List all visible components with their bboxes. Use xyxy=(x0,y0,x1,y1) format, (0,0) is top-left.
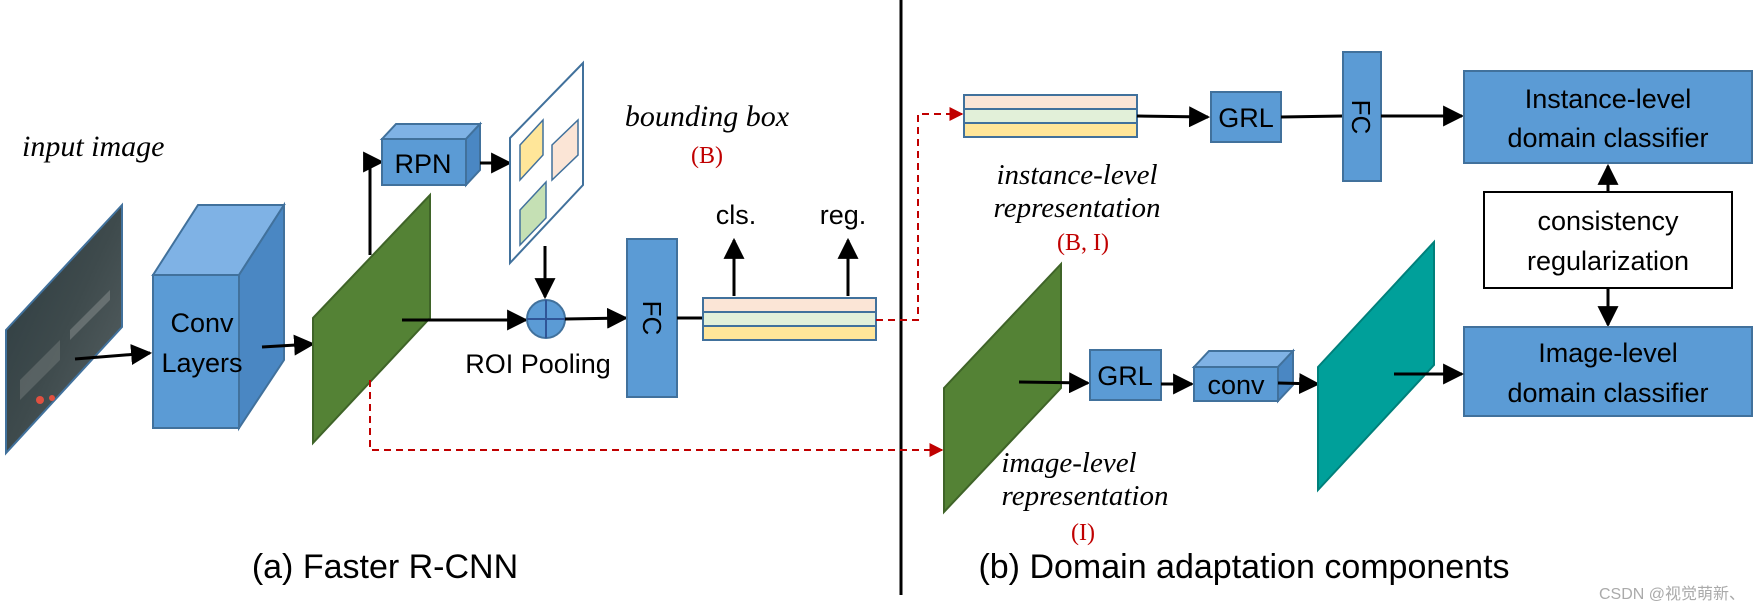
conv-label-bottom: conv xyxy=(1207,370,1265,400)
bounding-box-tag: (B) xyxy=(691,143,723,169)
fc-label-left: FC xyxy=(637,301,667,336)
fc-label-top: FC xyxy=(1346,100,1376,135)
grl-label-bottom: GRL xyxy=(1097,361,1153,391)
instance-repr-line2: representation xyxy=(994,192,1161,224)
arrow-plane-to-grl-bottom xyxy=(1018,372,1091,394)
image-classifier-line1: Image-level xyxy=(1538,338,1678,368)
bounding-box-label: bounding box xyxy=(625,100,790,133)
consistency-box xyxy=(1483,191,1733,289)
instance-repr-tag: (B, I) xyxy=(1057,230,1109,256)
caption-domain-adaptation: (b) Domain adaptation components xyxy=(978,548,1509,586)
roi-pooling-label: ROI Pooling xyxy=(465,349,611,379)
image-repr-line1: image-level xyxy=(1001,447,1136,479)
consistency-line2: regularization xyxy=(1527,246,1689,276)
instance-classifier-box xyxy=(1463,70,1753,164)
instance-classifier-line2: domain classifier xyxy=(1507,123,1708,153)
watermark: CSDN @视觉萌新、 xyxy=(1599,585,1745,603)
cls-label: cls. xyxy=(716,200,757,230)
consistency-line1: consistency xyxy=(1537,206,1679,236)
arrow-conv-to-featuremap xyxy=(261,334,316,356)
conv-layers-block xyxy=(151,201,286,432)
instance-level-vector xyxy=(963,94,1138,138)
grl-label-top: GRL xyxy=(1218,103,1274,133)
grl-block-bottom xyxy=(1089,349,1162,401)
arrow-conv-to-teal xyxy=(1277,373,1321,395)
roi-feature-vector xyxy=(702,297,877,341)
rpn-block xyxy=(379,121,483,188)
fc-block-left xyxy=(626,238,678,398)
arrow-roi-to-fc xyxy=(564,307,629,329)
rpn-label: RPN xyxy=(394,149,451,179)
input-image xyxy=(5,202,123,456)
arrow-vector-to-grl-top xyxy=(1136,106,1211,128)
grl-block-top xyxy=(1210,91,1282,143)
teal-feature-plane xyxy=(1317,239,1435,493)
arrow-grl-to-fc-top xyxy=(1280,114,1344,119)
instance-classifier-line1: Instance-level xyxy=(1525,84,1692,114)
image-classifier-line2: domain classifier xyxy=(1507,378,1708,408)
image-repr-line2: representation xyxy=(1002,480,1169,512)
instance-repr-line1: instance-level xyxy=(996,159,1157,191)
roi-pooling-node xyxy=(526,299,566,339)
image-level-plane xyxy=(943,261,1062,515)
image-repr-tag: (I) xyxy=(1071,520,1095,546)
featuremap-to-rpn-line xyxy=(363,151,385,255)
conv-label-line2: Layers xyxy=(161,348,242,378)
input-image-label: input image xyxy=(22,130,165,163)
conv-block-bottom xyxy=(1191,348,1296,404)
caption-faster-rcnn: (a) Faster R-CNN xyxy=(252,548,518,586)
dashed-vector-to-instance-repr xyxy=(876,107,964,321)
fc-block-top xyxy=(1342,51,1382,182)
arrow-input-to-conv xyxy=(74,344,153,365)
feature-map-plane xyxy=(312,192,431,446)
reg-label: reg. xyxy=(820,200,867,230)
proposals-panel xyxy=(509,60,584,266)
conv-label-line1: Conv xyxy=(170,308,234,338)
